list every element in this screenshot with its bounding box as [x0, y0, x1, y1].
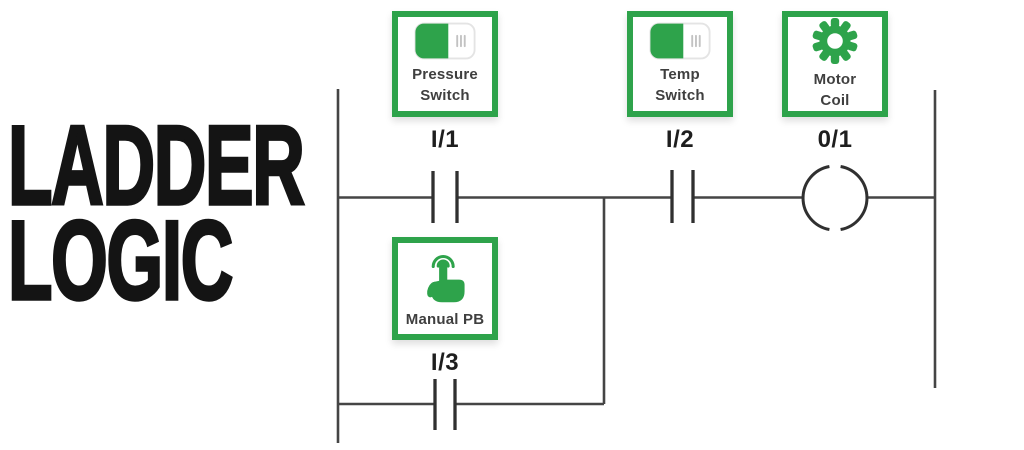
device-label: Pressure Switch	[412, 66, 478, 104]
device-address: I/1	[430, 126, 460, 153]
device-temp-switch: Temp Switch I/2	[627, 11, 733, 154]
toggle-on-icon	[649, 22, 711, 60]
device-box: Motor Coil	[782, 11, 888, 117]
device-address: I/3	[430, 349, 460, 376]
device-address: 0/1	[817, 126, 853, 153]
contact-i1	[431, 171, 459, 223]
branch-wire	[338, 197, 606, 406]
tap-hand-icon	[427, 254, 465, 303]
device-label: Motor Coil	[813, 71, 857, 109]
device-box: Manual PB	[392, 237, 498, 340]
contact-i3	[433, 379, 457, 430]
device-label: Manual PB	[405, 310, 485, 328]
device-motor-coil: Motor Coil 0/1	[782, 11, 888, 154]
device-box: Temp Switch	[627, 11, 733, 117]
toggle-on-icon	[414, 22, 476, 60]
device-address: I/2	[665, 126, 695, 153]
coil-o1	[801, 165, 869, 231]
contact-i2	[670, 170, 695, 223]
device-box: Pressure Switch	[392, 11, 498, 117]
device-label: Temp Switch	[655, 66, 705, 104]
title-line-2: LOGIC	[7, 198, 235, 323]
gear-icon	[812, 18, 858, 65]
device-manual-pb: Manual PB I/3	[392, 237, 498, 377]
device-pressure-switch: Pressure Switch I/1	[392, 11, 498, 154]
title-line-1: LADDER	[7, 103, 306, 228]
